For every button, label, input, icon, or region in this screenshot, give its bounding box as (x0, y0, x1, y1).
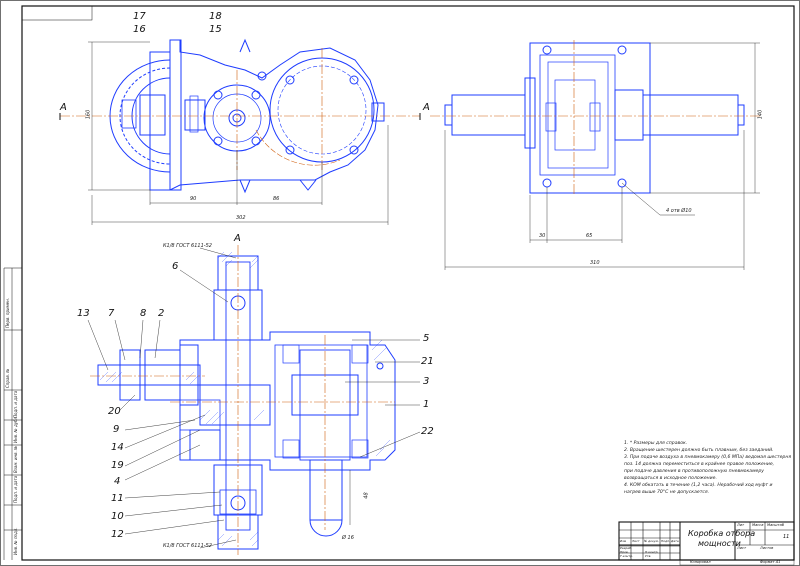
cut-label-right: А (423, 102, 430, 113)
diameter-note: Ø 16 (342, 535, 354, 541)
callout-2: 2 (158, 308, 165, 319)
side-view (444, 42, 745, 194)
callout-4: 4 (114, 476, 121, 487)
callout-8: 8 (140, 308, 147, 319)
role-label: Утв. (645, 554, 652, 558)
callout-6: 6 (172, 261, 179, 272)
callout-1: 1 (423, 399, 430, 410)
top-view (109, 38, 385, 194)
side-label: Подп. и дата (13, 475, 18, 503)
side-label: Инв. № подл. (13, 527, 18, 555)
copied-label: Копировал (690, 560, 711, 564)
format-label: Формат А1 (760, 560, 781, 564)
standard-bottom: К1/8 ГОСТ 6111-52 (163, 543, 212, 549)
standard-top: К1/8 ГОСТ 6111-52 (163, 243, 212, 249)
mass-label: Масса (752, 523, 764, 527)
callout-16: 16 (133, 24, 146, 35)
note-line: 2. Вращение шестерен должно быть плавным… (624, 448, 774, 453)
dim-310: 310 (590, 260, 600, 266)
lit-label: Лит (737, 523, 745, 527)
role-label: Т.контр. (620, 554, 634, 558)
callout-19: 19 (111, 460, 124, 471)
role-label: Н.контр. (645, 550, 659, 554)
callout-20: 20 (108, 406, 121, 417)
callout-21: 21 (421, 356, 434, 367)
dim-48: 48 (363, 492, 370, 499)
callout-17: 17 (133, 11, 146, 22)
dim-86: 86 (273, 196, 280, 202)
scale-label: Масштаб (767, 523, 785, 527)
top-view-centerlines (60, 48, 420, 170)
dim-90: 90 (190, 196, 197, 202)
note-line: при подаче давления в противоположную пн… (624, 469, 765, 474)
section-label: А (234, 233, 241, 244)
title-block (618, 521, 795, 566)
sheets-count: 11 (783, 534, 790, 540)
row-label: Дата (671, 539, 679, 543)
role-label: Пров. (620, 550, 629, 554)
note-line: 3. При подаче воздуха в пневмокамеру (0,… (624, 455, 792, 460)
callout-7: 7 (108, 308, 115, 319)
callout-9: 9 (113, 424, 120, 435)
row-label: Подп. (661, 539, 671, 543)
callout-15: 15 (209, 24, 222, 35)
callout-22: 22 (421, 426, 434, 437)
side-label: Подп. и дата (13, 390, 18, 418)
section-view (97, 255, 396, 550)
callout-10: 10 (111, 511, 124, 522)
sheets-label: Листов (760, 546, 774, 550)
callout-3: 3 (423, 376, 430, 387)
row-label: Изм (620, 539, 627, 543)
dim-160: 160 (85, 109, 92, 120)
side-label: Взам. инв. № (13, 445, 18, 473)
dim-140: 140 (757, 109, 764, 120)
side-label: Перв. примен. (5, 297, 10, 328)
side-label: Инв. № дубл. (13, 415, 18, 443)
section-centerlines (90, 245, 395, 555)
role-label: Разраб. (620, 546, 632, 550)
callout-12: 12 (111, 529, 124, 540)
sheet-label: Лист (737, 546, 747, 550)
callout-13: 13 (77, 308, 90, 319)
side-view-dimensions (444, 42, 760, 270)
dim-302: 302 (236, 215, 246, 221)
callout-5: 5 (423, 333, 430, 344)
note-line: поз. 14 должна переместиться в крайнее п… (624, 462, 775, 467)
dim-65: 65 (586, 233, 593, 239)
side-view-centerlines (430, 40, 760, 195)
dim-30: 30 (539, 233, 546, 239)
top-view-dimensions (59, 41, 421, 225)
callout-11: 11 (111, 493, 124, 504)
drawing-title-line1: Коробка отбора (688, 529, 756, 538)
note-line: 1. * Размеры для справок. (624, 441, 688, 446)
callout-14: 14 (111, 442, 124, 453)
cut-label-left: А (60, 102, 67, 113)
row-label: № докум. (644, 539, 659, 543)
note-line: 4. КОМ обкатать в течение (1,2 часа). Не… (624, 483, 773, 488)
note-line: нагрев выше 70°С не допускается. (624, 490, 710, 495)
note-line: возвращаться в исходное положение. (624, 476, 717, 481)
row-label: Лист (632, 539, 640, 543)
side-label: Справ. № (5, 368, 10, 388)
drawing-title-line2: мощности (698, 539, 741, 548)
section-leader-lines (87, 247, 421, 549)
holes-note: 4 отв Ø10 (666, 208, 692, 214)
callout-18: 18 (209, 11, 222, 22)
